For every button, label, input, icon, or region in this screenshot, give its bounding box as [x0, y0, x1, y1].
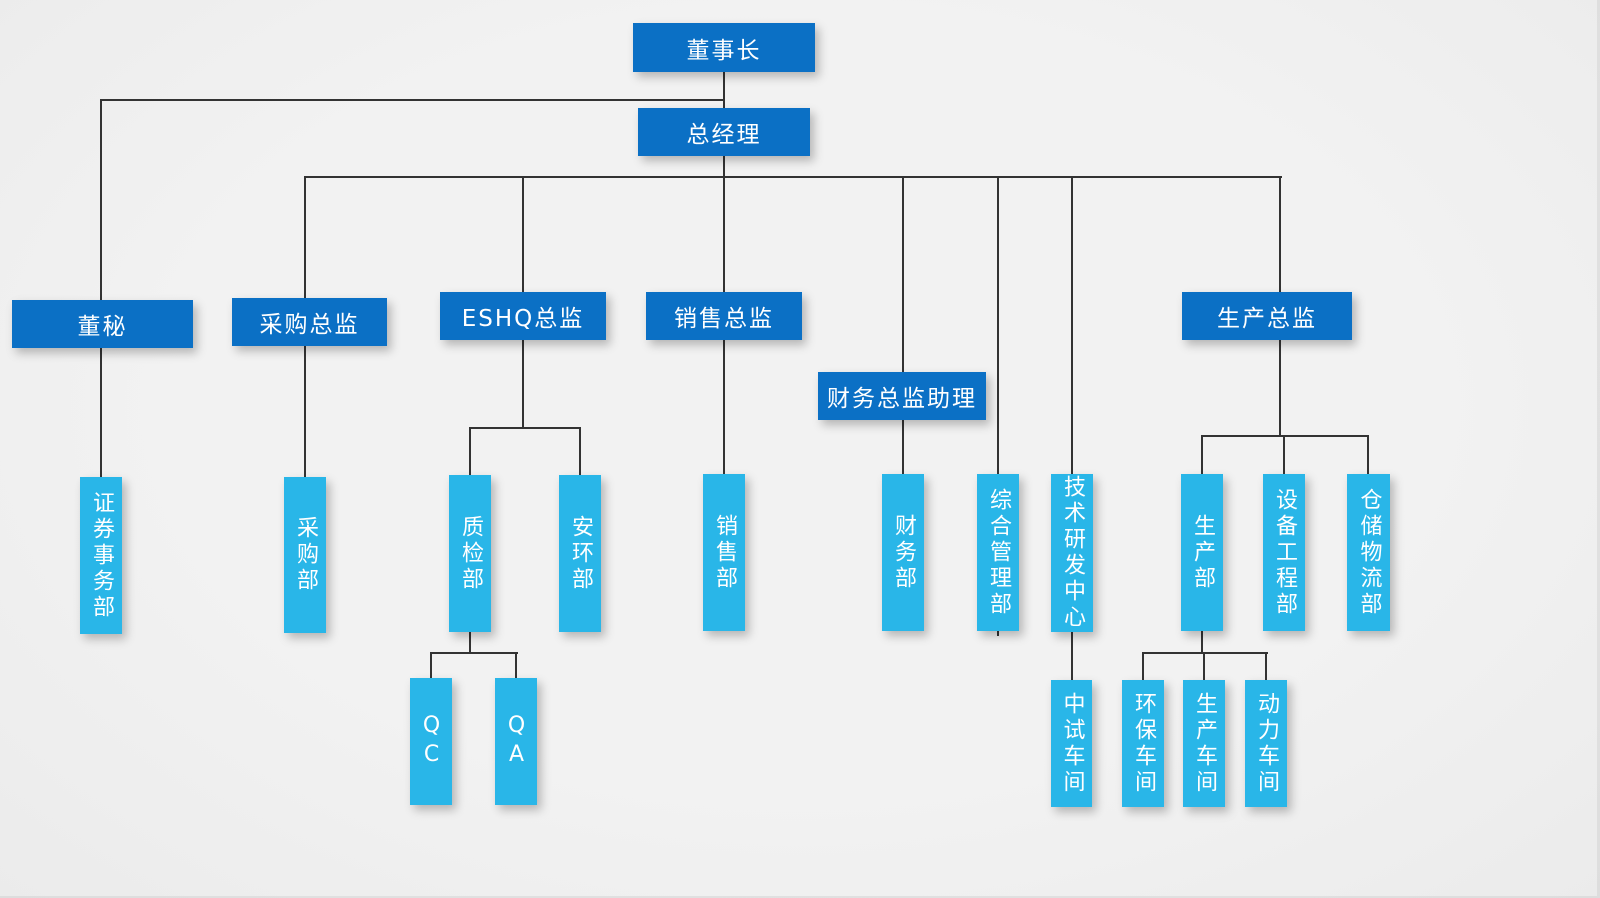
connector-line — [1201, 631, 1203, 654]
connector-line — [723, 340, 725, 475]
org-node-anhuan: 安环部 — [559, 475, 601, 632]
org-node-shengchan_dir: 生产总监 — [1182, 292, 1352, 340]
org-node-gm: 总经理 — [638, 108, 810, 156]
connector-line — [902, 176, 904, 372]
org-node-zhengquan: 证券事务部 — [80, 477, 122, 634]
org-node-caiwu_dept: 财务部 — [882, 474, 924, 631]
org-node-cangchu: 仓储物流部 — [1347, 474, 1390, 631]
connector-line — [902, 420, 904, 475]
org-node-caigou_dept: 采购部 — [284, 477, 326, 633]
connector-line — [579, 427, 581, 475]
connector-line — [1203, 652, 1205, 681]
org-node-caiwu_assist: 财务总监助理 — [818, 372, 986, 420]
connector-line — [469, 427, 581, 429]
org-node-shengchan_cj: 生产车间 — [1183, 680, 1225, 807]
connector-line — [100, 99, 725, 101]
connector-line — [1265, 652, 1267, 681]
org-node-eshq_dir: ESHQ总监 — [440, 292, 606, 340]
connector-line — [469, 631, 471, 654]
org-node-xiaoshou_dept: 销售部 — [703, 474, 745, 631]
connector-line — [100, 347, 102, 477]
org-node-jishu: 技术研发中心 — [1051, 474, 1093, 632]
connector-line — [1142, 652, 1268, 654]
connector-line — [723, 156, 725, 293]
org-node-huanbao: 环保车间 — [1122, 680, 1164, 807]
org-node-shebei: 设备工程部 — [1263, 474, 1305, 631]
org-node-qc: QC — [410, 678, 452, 805]
connector-line — [1283, 435, 1285, 475]
connector-line — [522, 340, 524, 429]
connector-line — [430, 652, 432, 679]
org-node-caigou_dir: 采购总监 — [232, 298, 387, 346]
org-node-dongli: 动力车间 — [1245, 680, 1287, 807]
connector-line — [304, 176, 1282, 178]
connector-line — [304, 346, 306, 477]
connector-line — [430, 652, 518, 654]
connector-line — [997, 176, 999, 636]
org-node-dongmi: 董秘 — [12, 300, 193, 348]
connector-line — [515, 652, 517, 679]
org-node-xiaoshou_dir: 销售总监 — [646, 292, 802, 340]
connector-line — [1201, 435, 1203, 475]
connector-line — [1071, 176, 1073, 475]
connector-line — [522, 176, 524, 293]
connector-line — [469, 427, 471, 475]
connector-line — [1279, 340, 1281, 437]
connector-line — [1367, 435, 1369, 475]
org-node-qa: QA — [495, 678, 537, 805]
org-node-zonghe: 综合管理部 — [977, 474, 1019, 631]
connector-line — [1071, 631, 1073, 681]
org-node-shengchan_dept: 生产部 — [1181, 474, 1223, 631]
connector-line — [1142, 652, 1144, 681]
connector-line — [1201, 435, 1369, 437]
connector-line — [304, 176, 306, 299]
connector-line — [1279, 176, 1281, 293]
org-node-zhijian: 质检部 — [449, 475, 491, 632]
org-node-chairman: 董事长 — [633, 23, 815, 72]
connector-line — [723, 72, 725, 109]
org-node-zhongshi: 中试车间 — [1051, 680, 1092, 807]
connector-line — [100, 99, 102, 300]
